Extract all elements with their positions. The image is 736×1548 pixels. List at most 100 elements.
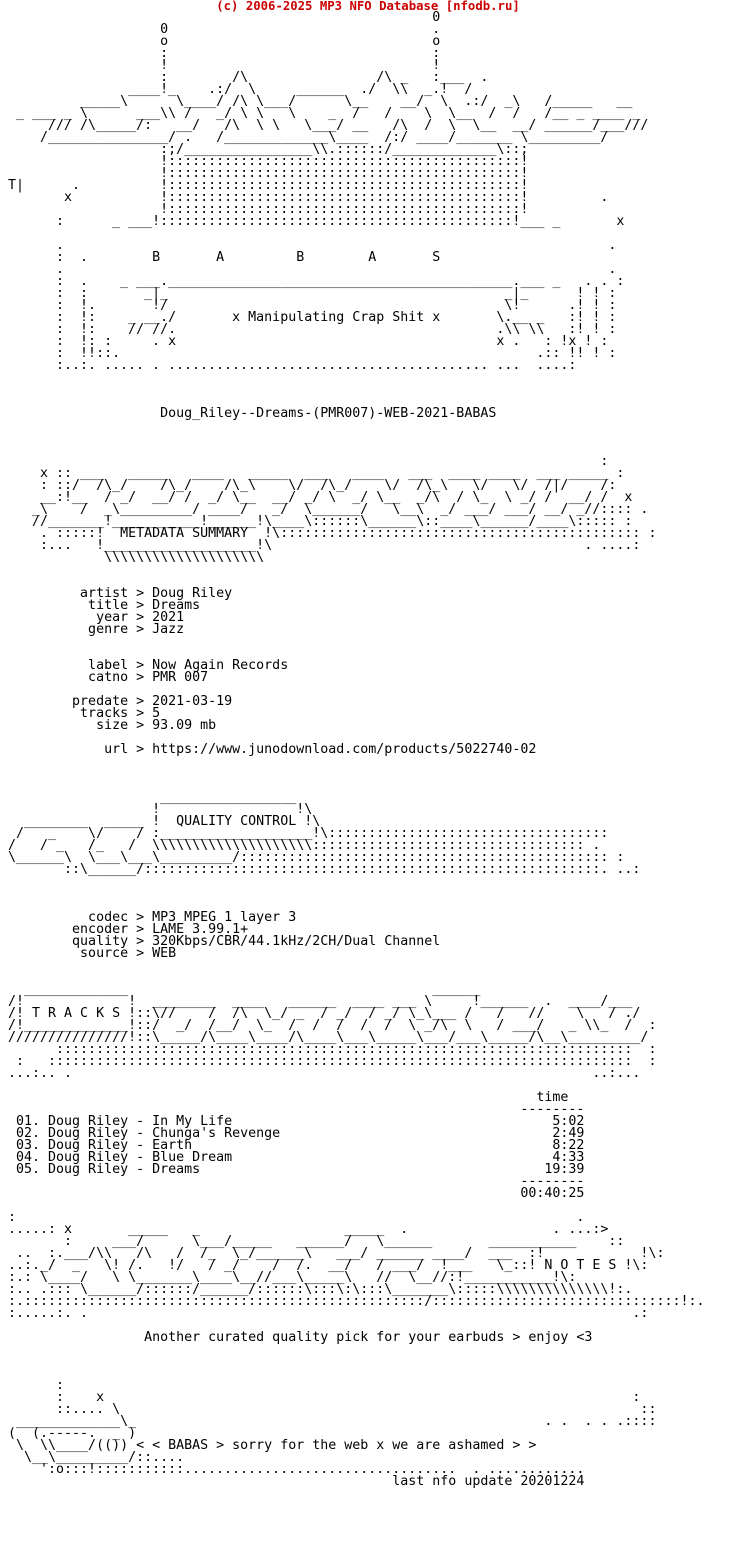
nfo-line: .. :.___/\\ /\ / /_ \_/______\ ___/ ____… bbox=[0, 1246, 665, 1261]
nfo-line: _____________\_ . . . . .:::: bbox=[0, 1414, 657, 1429]
nfo-line: -------- bbox=[0, 1174, 585, 1189]
nfo-line: : . bbox=[0, 1210, 585, 1225]
nfo-line: : ::/ /\_/ /\_/ /\_\ \/ /\_/ \/ /\_\ \/ … bbox=[0, 478, 625, 493]
nfo-line: \__\_________/::.... bbox=[0, 1450, 185, 1465]
nfo-line: 0 . bbox=[0, 22, 441, 37]
nfo-line bbox=[0, 432, 704, 444]
nfo-line: ____!_ .:/ \ ______ ./ \\ _.! / bbox=[0, 82, 473, 97]
nfo-line: //_______!___________!______!\____\:::::… bbox=[0, 514, 633, 529]
nfo-line: codec > MP3 MPEG 1 layer 3 bbox=[0, 910, 297, 925]
nfo-line: predate > 2021-03-19 bbox=[0, 694, 233, 709]
nfo-line: url > https://www.junodownload.com/produ… bbox=[0, 742, 537, 757]
nfo-line: _\ / _\_________/ ____/ _/ \______/ \__\… bbox=[0, 502, 649, 517]
nfo-line: :... !___________________!\ . ....: bbox=[0, 538, 641, 553]
nfo-line: Another curated quality pick for your ea… bbox=[0, 1330, 593, 1345]
nfo-line: ( (.-----. _ ) bbox=[0, 1426, 137, 1441]
nfo-line: -------- bbox=[0, 1102, 585, 1117]
nfo-line: /!_____________!::/ _/ /__/ \_ / / / / /… bbox=[0, 1018, 657, 1033]
nfo-line: :.....:. . .: bbox=[0, 1306, 649, 1321]
nfo-line: ________ _____ ! QUALITY CONTROL !\ bbox=[0, 814, 321, 829]
nfo-line: last nfo update 20201224 bbox=[0, 1474, 585, 1489]
nfo-line: : _ ___!::::::::::::::::::::::::::::::::… bbox=[0, 214, 625, 229]
nfo-line: ':o:::!:::::::::::......................… bbox=[0, 1462, 585, 1477]
nfo-line: T| . !::::::::::::::::::::::::::::::::::… bbox=[0, 178, 529, 193]
nfo-line bbox=[0, 564, 704, 576]
nfo-line: size > 93.09 mb bbox=[0, 718, 217, 733]
nfo-line: x :: ___ _____ ____ _____ ___ ____ ___ _… bbox=[0, 466, 625, 481]
nfo-line: : !: // //. .\\ \\ :! ! : bbox=[0, 322, 617, 337]
nfo-line: quality > 320Kbps/CBR/44.1kHz/2CH/Dual C… bbox=[0, 934, 441, 949]
nfo-line: ! !\ bbox=[0, 802, 313, 817]
nfo-line bbox=[0, 888, 704, 900]
nfo-line: 04. Doug Riley - Blue Dream 4:33 bbox=[0, 1150, 585, 1165]
nfo-line: ::::::::::::::::::::::::::::::::::::::::… bbox=[0, 1042, 657, 1057]
nfo-line: : . B A B A S bbox=[0, 250, 441, 265]
nfo-line: / _ \/ / :___________________!\:::::::::… bbox=[0, 826, 609, 841]
nfo-line bbox=[0, 372, 704, 384]
nfo-line: :.: \____/ \ \_______\____\__//___\_____… bbox=[0, 1270, 577, 1285]
nfo-line: ///////////////!::\_____/\____\____/\___… bbox=[0, 1030, 657, 1045]
nfo-line: : !!::. .:: !! ! : bbox=[0, 346, 617, 361]
nfo-line: 05. Doug Riley - Dreams 19:39 bbox=[0, 1162, 585, 1177]
nfo-line: : !: : . x x . : !x ! : bbox=[0, 334, 609, 349]
nfo-line: _____\ \____/ /\ \___/ \__ __/ \ .:/ _\ … bbox=[0, 94, 633, 109]
nfo-text-block: 0 0 . o o : : ! bbox=[0, 11, 705, 1489]
nfo-line: x !:::::::::::::::::::::::::::::::::::::… bbox=[0, 190, 609, 205]
nfo-line: source > WEB bbox=[0, 946, 177, 961]
nfo-line: . . bbox=[0, 238, 617, 253]
nfo-line: !:::::::::::::::::::::::::::::::::::::::… bbox=[0, 154, 529, 169]
nfo-line: _____________ ______ bbox=[0, 982, 481, 997]
nfo-line: genre > Jazz bbox=[0, 622, 185, 637]
nfo-line: :.. .::: \______/::::::/______/::::::\::… bbox=[0, 1282, 633, 1297]
nfo-line bbox=[0, 1368, 704, 1380]
nfo-line: time bbox=[0, 1090, 569, 1105]
nfo-line: 02. Doug Riley - Chunga's Revenge 2:49 bbox=[0, 1126, 585, 1141]
nfo-line: _ ___ _ \ ___\\ / _/ \ \ \ _ / / \ \__ /… bbox=[0, 106, 641, 121]
nfo-line: : ___/ \___/_____ ______/ \______ ______… bbox=[0, 1234, 633, 1249]
nfo-line bbox=[0, 768, 704, 780]
nfo-line bbox=[0, 960, 704, 972]
nfo-line: : bbox=[0, 1378, 65, 1393]
site-header: (c) 2006-2025 MP3 NFO Database [nfodb.ru… bbox=[216, 0, 520, 13]
nfo-line: : ::::::::::::::::::::::::::::::::::::::… bbox=[0, 1054, 657, 1069]
nfo-line: o o bbox=[0, 34, 441, 49]
nfo-line: .....: x _____ _ _____ . . ...:> bbox=[0, 1222, 609, 1237]
nfo-line: . . bbox=[0, 262, 617, 277]
nfo-line: : : _|_ _|_ ! ! : bbox=[0, 286, 617, 301]
nfo-line bbox=[0, 1344, 704, 1356]
nfo-line: : : bbox=[0, 46, 441, 61]
nfo-line: ! ! bbox=[0, 58, 441, 73]
nfo-line: catno > PMR 007 bbox=[0, 670, 209, 685]
nfo-line: : !. !/ \! .! ! : bbox=[0, 298, 617, 313]
nfo-line: :;/________________\\.::::::/___________… bbox=[0, 142, 529, 157]
nfo-line bbox=[0, 420, 704, 432]
nfo-line: 03. Doug Riley - Earth 8:22 bbox=[0, 1138, 585, 1153]
nfo-line: . :::::! METADATA SUMMARY !\::::::::::::… bbox=[0, 526, 657, 541]
nfo-line: \ \\____/(()) < < BABAS > sorry for the … bbox=[0, 1438, 537, 1453]
nfo-line: year > 2021 bbox=[0, 610, 185, 625]
nfo-line: 01. Doug Riley - In My Life 5:02 bbox=[0, 1114, 585, 1129]
nfo-line: __:!__ / _/ __/ / _/ \__ __/ _/ \ _/ \__… bbox=[0, 490, 633, 505]
nfo-line bbox=[0, 876, 704, 888]
nfo-line: _________________ bbox=[0, 790, 297, 805]
nfo-line: title > Dreams bbox=[0, 598, 201, 613]
nfo-line: ...:.. . ..:... bbox=[0, 1066, 641, 1081]
nfo-line: !:::::::::::::::::::::::::::::::::::::::… bbox=[0, 202, 529, 217]
nfo-line: 00:40:25 bbox=[0, 1186, 585, 1201]
nfo-line: : bbox=[0, 454, 609, 469]
nfo-line: encoder > LAME 3.99.1+ bbox=[0, 922, 249, 937]
nfo-line: : x : bbox=[0, 1390, 641, 1405]
nfo-line: /_______________/ . /_____________\____ … bbox=[0, 130, 609, 145]
nfo-line bbox=[0, 756, 704, 768]
nfo-line: ..:._/ _ \! /. !/ / _/ / /. __/ / ___/ !… bbox=[0, 1258, 649, 1273]
nfo-line bbox=[0, 636, 704, 648]
nfo-line: \______\ \___\___\_________/::::::::::::… bbox=[0, 850, 625, 865]
nfo-line: tracks > 5 bbox=[0, 706, 161, 721]
nfo-line: /! T R A C K S !::\// / /\ \_/ _ / _/ / … bbox=[0, 1006, 641, 1021]
nfo-line: / / _ /_ / \\\\\\\\\\\\\\\\\\\\:::::::::… bbox=[0, 838, 601, 853]
nfo-line: :.::::::::::::::::::::::::::::::::::::::… bbox=[0, 1294, 705, 1309]
nfo-line: ::.... \ :: bbox=[0, 1402, 657, 1417]
nfo-line: !:::::::::::::::::::::::::::::::::::::::… bbox=[0, 166, 529, 181]
nfo-line: artist > Doug Riley bbox=[0, 586, 233, 601]
nfo-line: : /\ /\ _ :___ . bbox=[0, 70, 489, 85]
